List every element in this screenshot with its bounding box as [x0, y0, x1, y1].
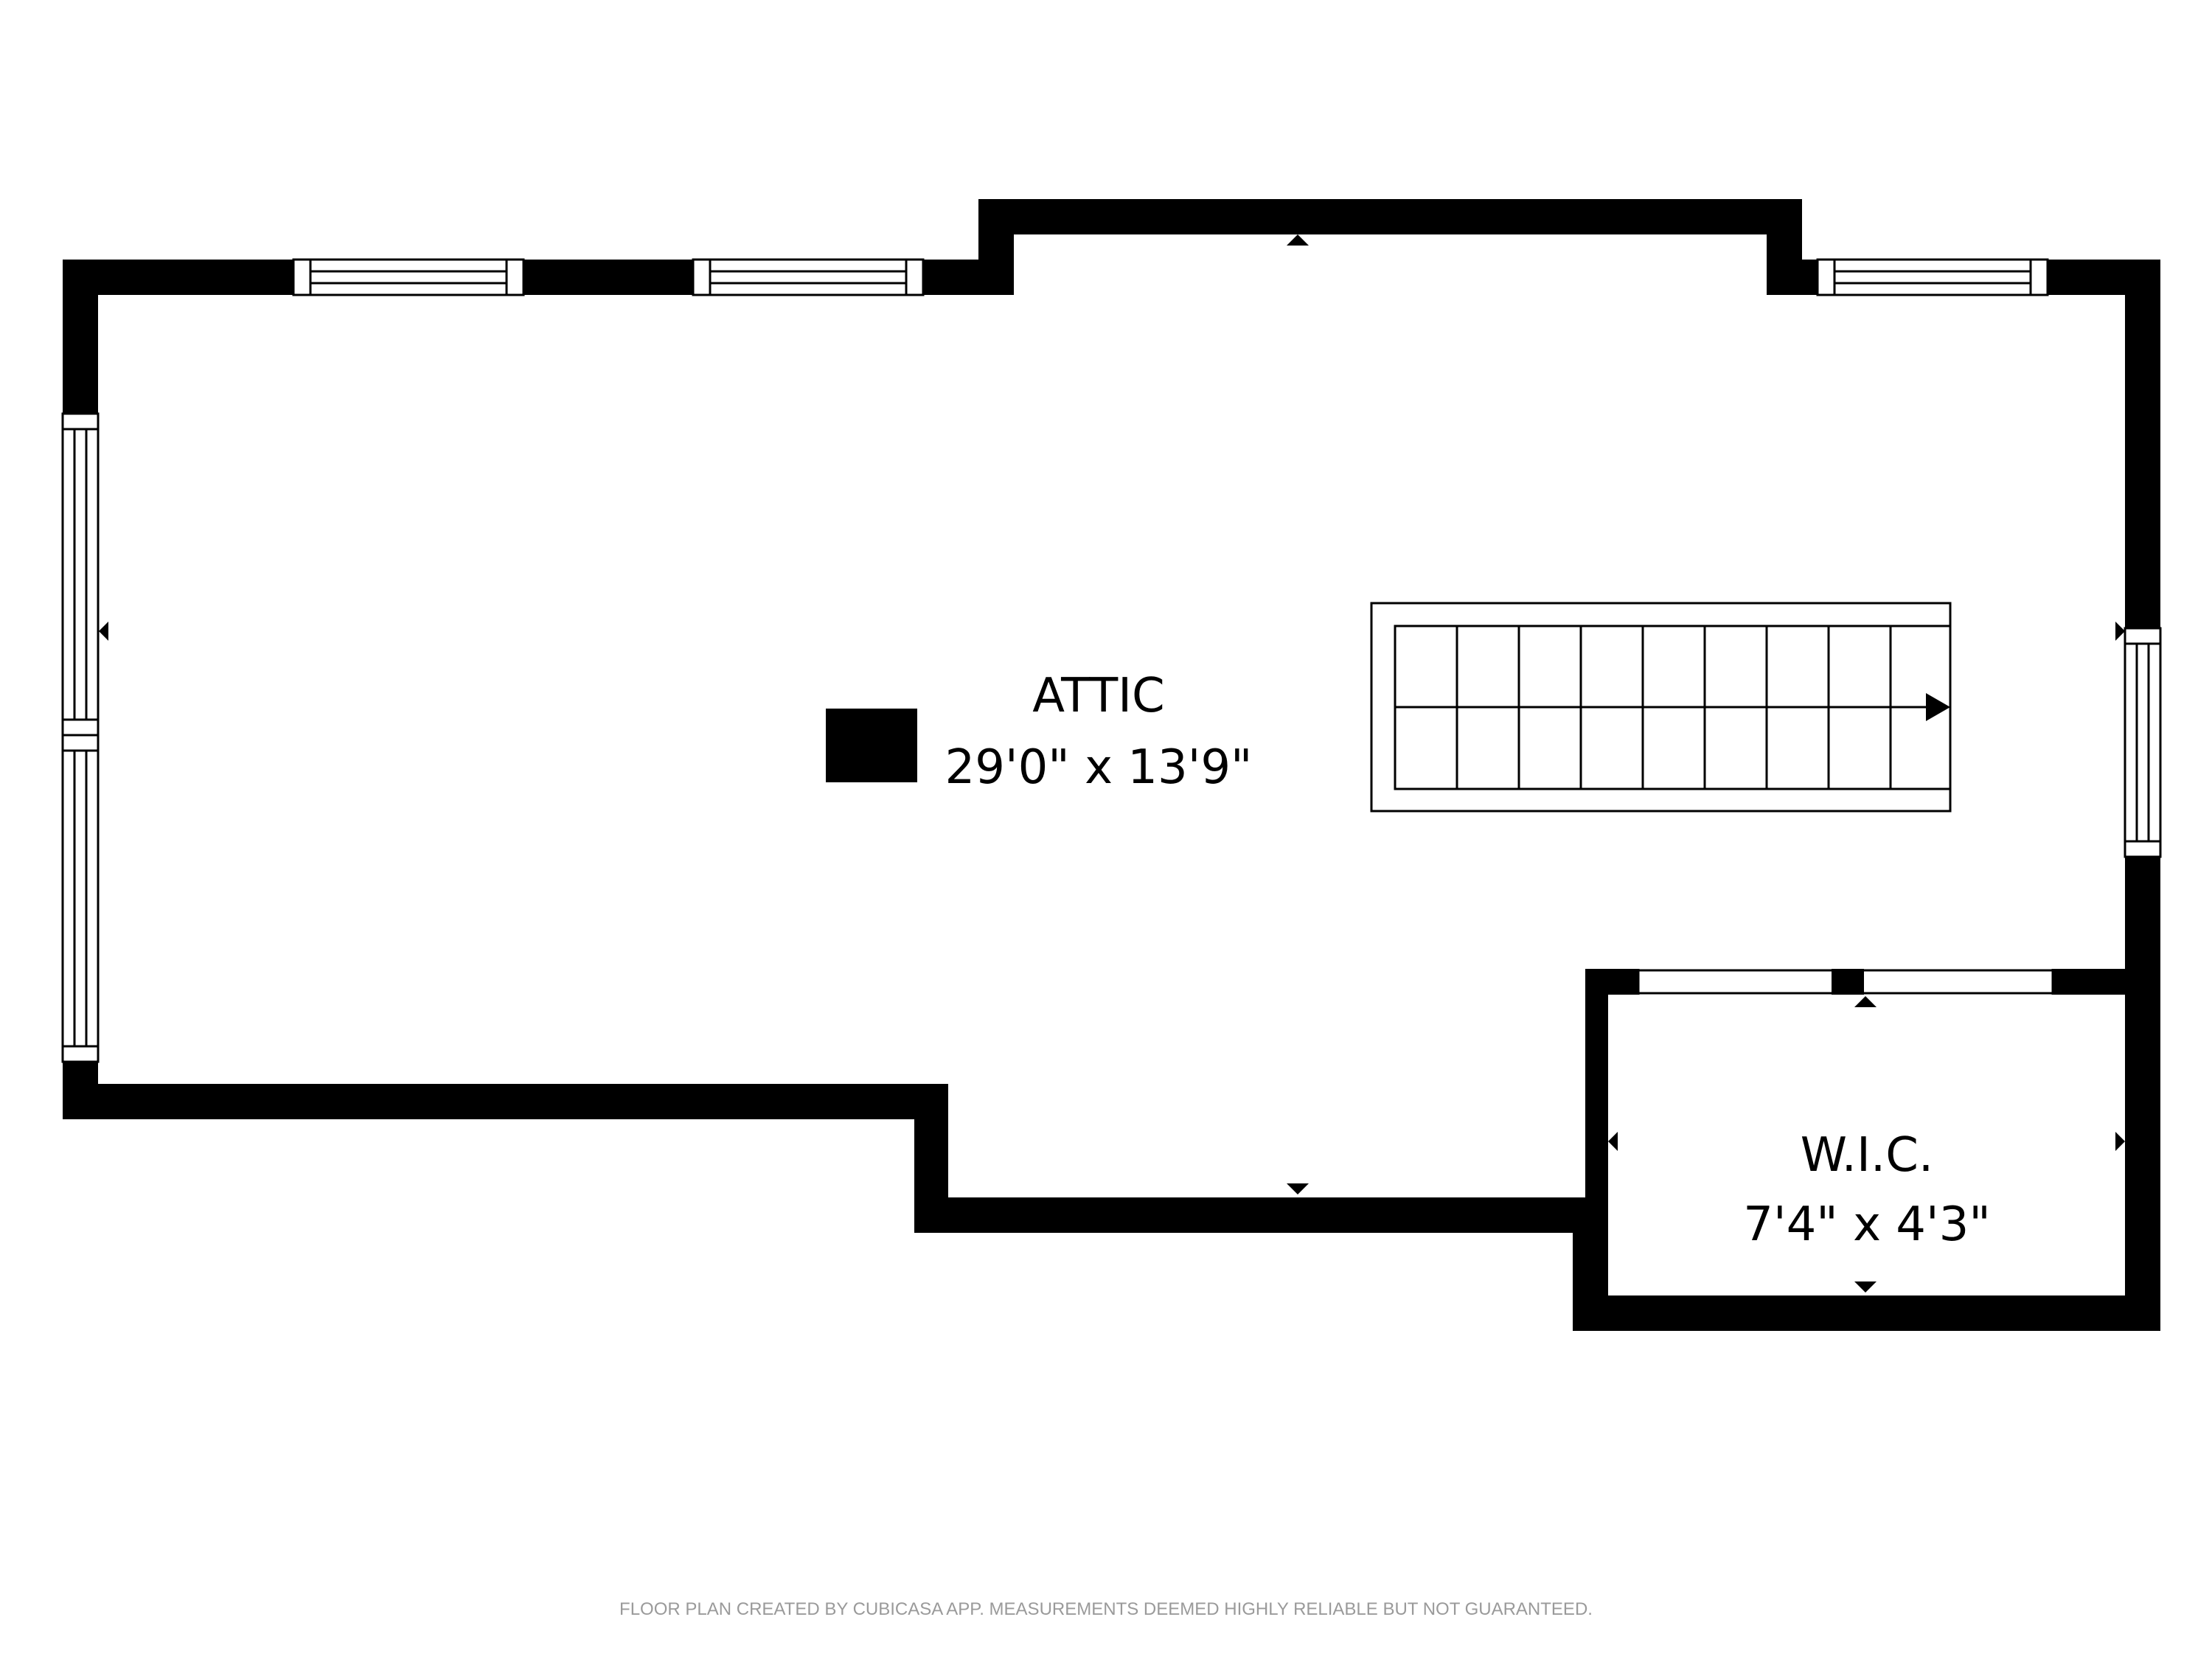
window-top-3 — [1816, 258, 2049, 296]
footer-disclaimer: FLOOR PLAN CREATED BY CUBICASA APP. MEAS… — [619, 1599, 1593, 1619]
measurement-markers — [99, 234, 2125, 1293]
room-name-wic: W.I.C. — [1801, 1128, 1934, 1183]
staircase — [1370, 602, 1952, 813]
stair-direction-arrow-icon — [1926, 693, 1950, 721]
room-dimensions-wic: 7'4" x 4'3" — [1743, 1197, 1991, 1252]
room-dimensions-attic: 29'0" x 13'9" — [945, 740, 1253, 795]
room-name-attic: ATTIC — [1032, 669, 1164, 723]
window-top-2 — [692, 258, 925, 296]
window-left-1 — [61, 412, 100, 737]
chimney-block — [826, 709, 917, 782]
closet-doorway — [1637, 969, 2054, 995]
window-right — [2124, 627, 2162, 858]
window-left-2 — [61, 734, 100, 1063]
window-top-1 — [292, 258, 525, 296]
